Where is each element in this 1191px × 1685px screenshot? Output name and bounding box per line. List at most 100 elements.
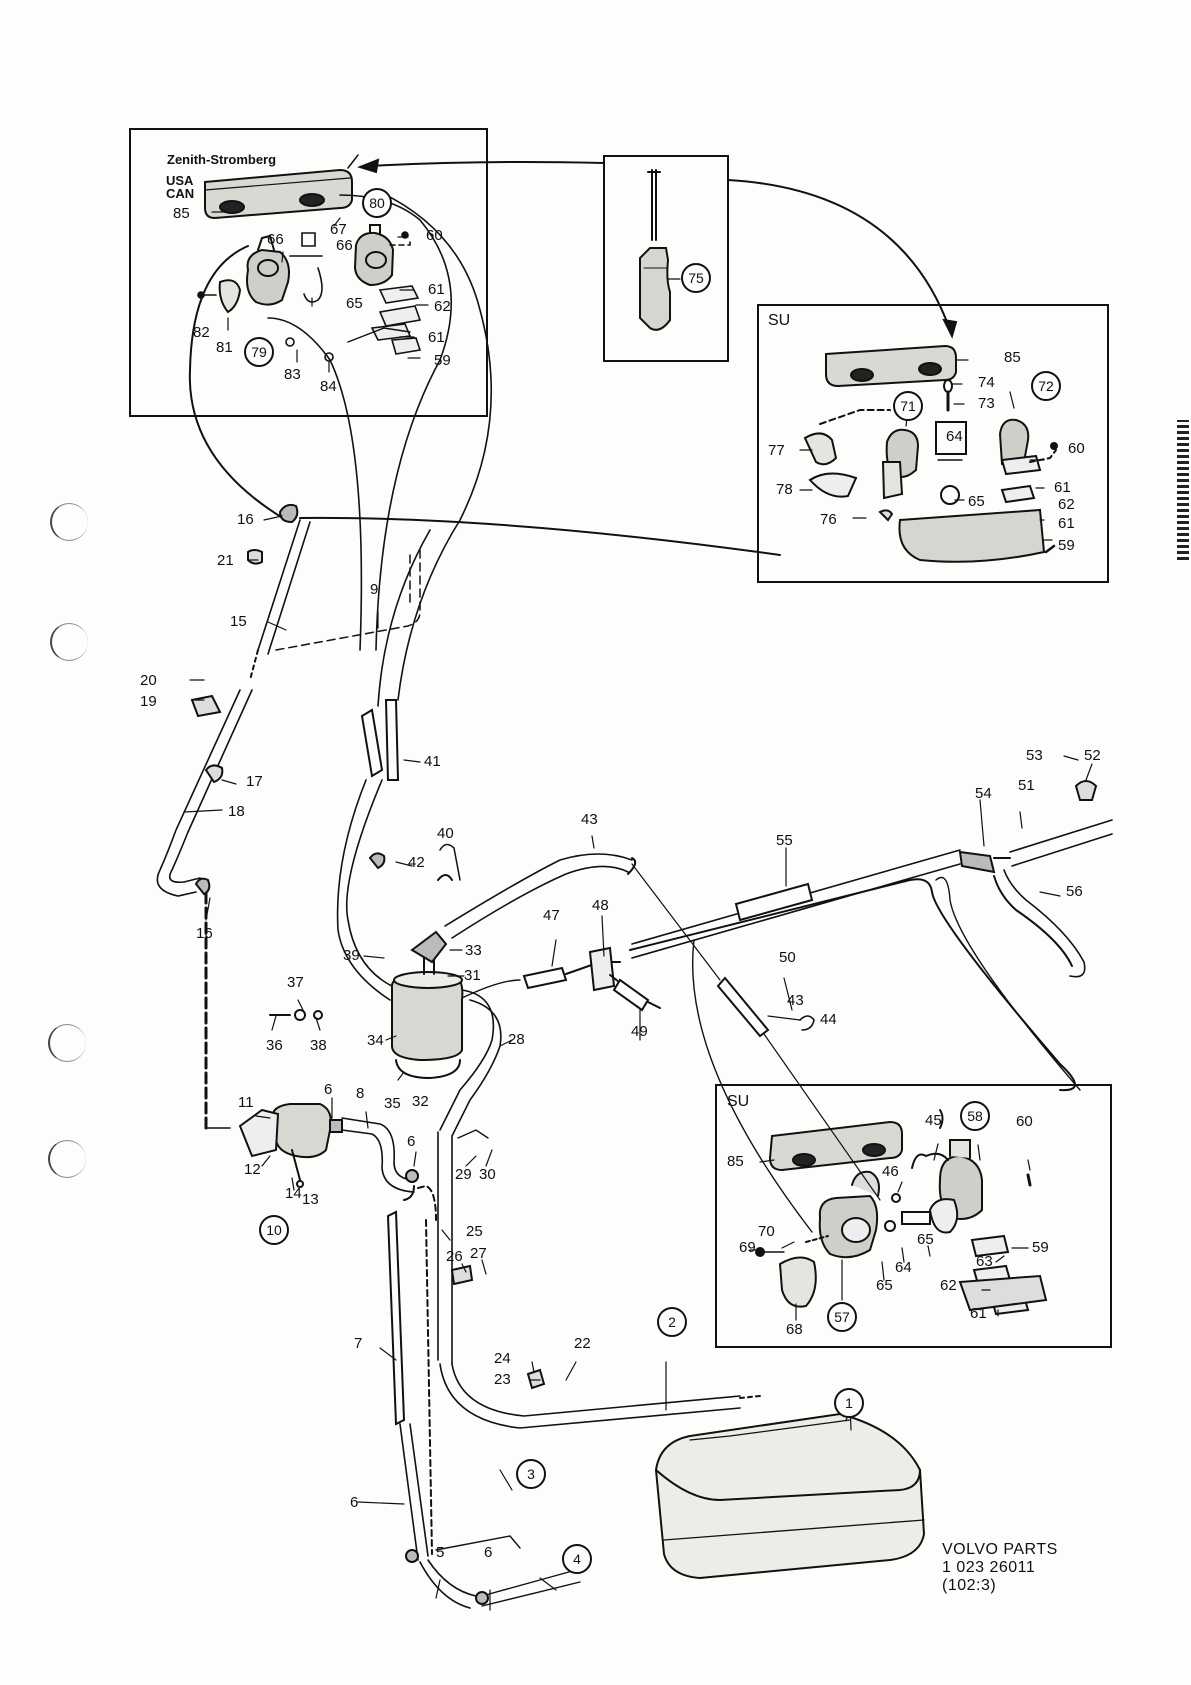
part-label: 47 <box>543 907 560 924</box>
part-label: 85 <box>173 205 190 222</box>
su-lower-air-cleaner <box>768 1120 903 1172</box>
part-label: 51 <box>1018 777 1035 794</box>
callout-circle: 1 <box>834 1388 864 1418</box>
part-label: 54 <box>975 785 992 802</box>
part-label: 60 <box>1068 440 1085 457</box>
tool-75 <box>639 169 671 331</box>
part-label: 43 <box>787 992 804 1009</box>
part-label: 16 <box>196 925 213 942</box>
part-label: 12 <box>244 1161 261 1178</box>
part-label: 61 <box>1054 479 1071 496</box>
part-label: 53 <box>1026 747 1043 764</box>
tool-panel-frame <box>603 155 729 362</box>
page-edge-pattern <box>1177 420 1189 560</box>
part-label: 41 <box>424 753 441 770</box>
part-label: 39 <box>343 947 360 964</box>
part-label: 25 <box>466 1223 483 1240</box>
part-label: 66 <box>336 237 353 254</box>
part-label: 85 <box>1004 349 1021 366</box>
part-label: 61 <box>428 329 445 346</box>
part-label: 78 <box>776 481 793 498</box>
binder-hole-lower <box>48 1024 86 1062</box>
part-label: 13 <box>302 1191 319 1208</box>
part-label: 21 <box>217 552 234 569</box>
part-label: 29 <box>455 1166 472 1183</box>
part-label: 26 <box>446 1248 463 1265</box>
part-label: 61 <box>970 1305 987 1322</box>
part-label: 9 <box>370 581 379 598</box>
callout-circle: 3 <box>516 1459 546 1489</box>
callout-circle: 72 <box>1031 371 1061 401</box>
part-label: 44 <box>820 1011 837 1028</box>
part-label: 83 <box>284 366 301 383</box>
part-label: 37 <box>287 974 304 991</box>
part-label: 81 <box>216 339 233 356</box>
callout-circle: 58 <box>960 1101 990 1131</box>
part-label: 70 <box>758 1223 775 1240</box>
part-label: 20 <box>140 672 157 689</box>
zenith-carburettor-80 <box>353 224 395 287</box>
part-label: 60 <box>426 227 443 244</box>
zenith-panel-title: Zenith-Stromberg <box>167 152 277 167</box>
part-label: 24 <box>494 1350 511 1367</box>
callout-circle: 71 <box>893 391 923 421</box>
part-label: 62 <box>940 1277 957 1294</box>
part-label: 14 <box>285 1185 302 1202</box>
part-label: 8 <box>356 1085 365 1102</box>
part-label: 48 <box>592 897 609 914</box>
part-label: 45 <box>925 1112 942 1129</box>
part-label: 15 <box>230 613 247 630</box>
part-label: 30 <box>479 1166 496 1183</box>
binder-hole-top <box>50 503 88 541</box>
main-leaders <box>183 515 1093 1611</box>
part-label: 50 <box>779 949 796 966</box>
part-label: 65 <box>968 493 985 510</box>
part-label: 61 <box>1058 515 1075 532</box>
part-label: 7 <box>354 1335 363 1352</box>
zenith-leaders <box>211 211 429 373</box>
part-label: 62 <box>434 298 451 315</box>
su-lower-leaders <box>749 1143 1031 1321</box>
part-label: 19 <box>140 693 157 710</box>
part-label: 65 <box>876 1277 893 1294</box>
zenith-market-label: USA CAN <box>166 173 195 201</box>
part-label: 36 <box>266 1037 283 1054</box>
su-upper-carburettors <box>803 379 1058 563</box>
zenith-linkage <box>197 231 411 362</box>
arrow-to-zenith <box>369 161 605 167</box>
part-label: 85 <box>727 1153 744 1170</box>
part-label: 66 <box>267 231 284 248</box>
part-label: 52 <box>1084 747 1101 764</box>
part-label: 63 <box>976 1253 993 1270</box>
callout-circle: 80 <box>362 188 392 218</box>
part-label: 33 <box>465 942 482 959</box>
part-label: 42 <box>408 854 425 871</box>
part-label: 77 <box>768 442 785 459</box>
part-label: 40 <box>437 825 454 842</box>
zenith-carburettor-79 <box>218 234 290 314</box>
part-label: 61 <box>428 281 445 298</box>
catalog-title: VOLVO PARTS <box>942 1541 1058 1558</box>
part-label: 68 <box>786 1321 803 1338</box>
part-label: 23 <box>494 1371 511 1388</box>
zenith-air-cleaner <box>204 154 359 220</box>
part-label: 55 <box>776 832 793 849</box>
part-label: 59 <box>1032 1239 1049 1256</box>
callout-circle: 10 <box>259 1215 289 1245</box>
su-lower-carburettors <box>755 1109 1048 1316</box>
part-label: 65 <box>917 1231 934 1248</box>
part-label: 73 <box>978 395 995 412</box>
part-label: 38 <box>310 1037 327 1054</box>
part-label: 22 <box>574 1335 591 1352</box>
part-label: 6 <box>484 1544 493 1561</box>
su-upper-air-cleaner <box>825 344 957 388</box>
part-label: 67 <box>330 221 347 238</box>
catalog-reference: VOLVO PARTS 1 023 26011 (102:3) <box>942 1541 1058 1595</box>
callout-circle: 57 <box>827 1302 857 1332</box>
part-label: 65 <box>346 295 363 312</box>
part-label: 35 <box>384 1095 401 1112</box>
part-label: 59 <box>434 352 451 369</box>
part-label: 6 <box>350 1494 359 1511</box>
part-label: 76 <box>820 511 837 528</box>
